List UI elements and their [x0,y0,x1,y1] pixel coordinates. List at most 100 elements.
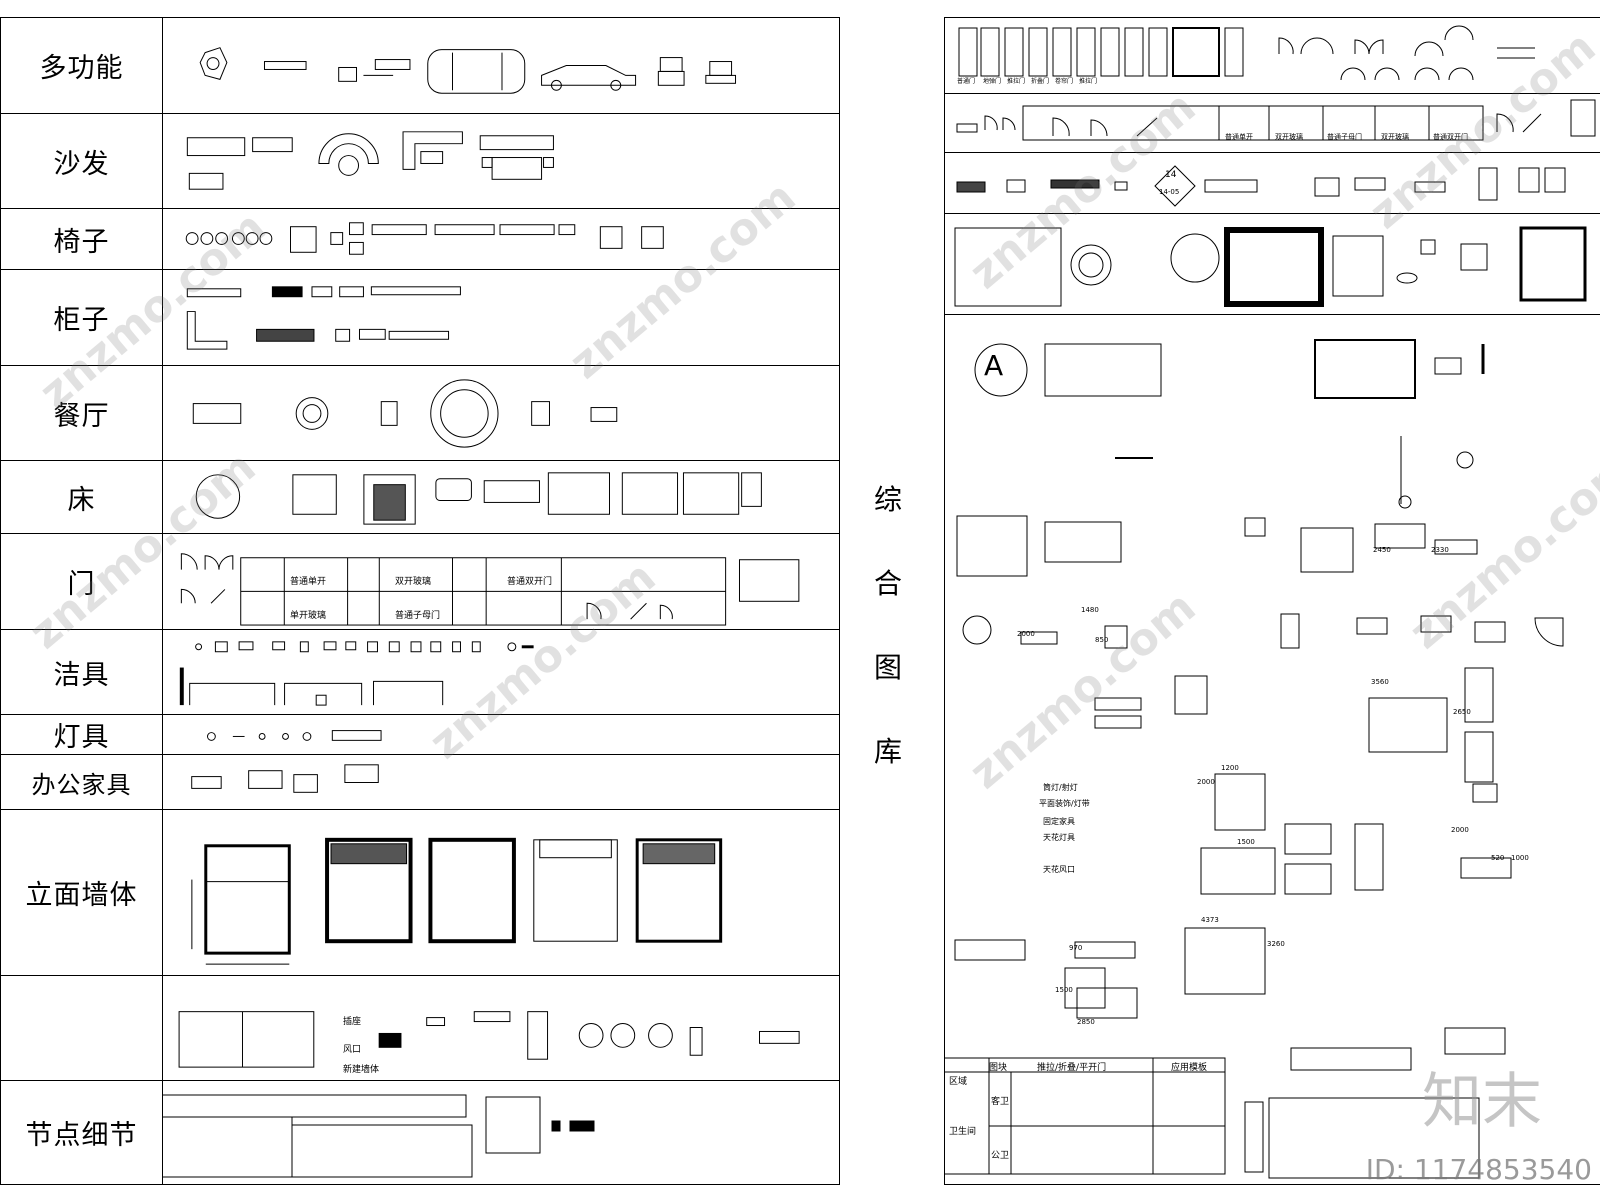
door-table-label: 普通子母门 [1327,133,1362,141]
section-door-table[interactable] [945,94,1600,153]
category-label: 节点细节 [1,1081,163,1184]
table-header: 区域 [949,1077,968,1087]
dining-blocks [192,379,618,448]
category-label: 餐厅 [1,366,163,460]
section-furniture-strip[interactable] [945,153,1600,214]
dimension: 970 [1069,944,1083,952]
block-cells[interactable] [162,366,839,460]
lighting-blocks [207,730,382,741]
door-label: 普通双开门 [507,577,553,587]
cabinet-blocks [186,286,461,350]
dimension: 3560 [1371,678,1389,686]
title-char: 库 [873,735,902,768]
table-header: 推拉/折叠/平开门 [1037,1063,1107,1073]
door-label: 普通子母门 [395,611,441,621]
misc-label: 风口 [343,1045,362,1055]
chair-blocks [185,222,664,255]
table-row-label: 公卫 [991,1151,1010,1161]
circle-letter: A [984,349,1004,382]
brand-logo: 知末 [1422,1067,1542,1137]
row-node-details: 节点细节 [1,1081,839,1184]
dimension: 3260 [1267,940,1285,948]
dimension: 2650 [1453,708,1471,716]
category-label [1,976,163,1080]
table-header: 图块 [989,1063,1008,1073]
row-sofa: 沙发 [1,114,839,209]
row-office: 办公家具 [1,755,839,810]
row-elevation: 立面墙体 [1,810,839,976]
door-label: 卷帘门 [1055,78,1074,85]
dimension: 2450 [1373,546,1391,554]
door-table-label: 普通单开 [1225,133,1253,141]
dimension: 1500 [1237,838,1255,846]
door-label: 地弹门 [983,78,1002,85]
door-table-label: 双开玻璃 [1275,133,1303,141]
section-doors[interactable] [945,18,1600,94]
marker-top: 14 [1165,170,1177,180]
center-title: 综 合 图 库 [868,478,908,814]
door-table-label: 普通双开门 [1433,133,1468,141]
multifunction-blocks [199,47,737,94]
detail-blocks [162,1094,595,1178]
category-label: 多功能 [1,18,163,113]
row-chairs: 椅子 [1,209,839,270]
category-label: 立面墙体 [1,810,163,975]
block-cells[interactable]: 插座 风口 新建墙体 [162,976,839,1080]
category-table: 多功能 沙发 椅子 [0,17,840,1185]
block-cells[interactable] [162,755,839,809]
dimension: 4373 [1201,916,1219,924]
category-label: 灯具 [1,715,163,754]
marker-bottom: 14-05 [1159,188,1180,196]
block-cells[interactable] [162,810,839,975]
table-row-label: 客卫 [991,1097,1010,1107]
block-cells[interactable] [162,630,839,714]
legend-item: 筒灯/射灯 [1043,783,1078,792]
row-doors: 门 普通单开 双开玻璃 普通双开门 单开玻璃 普通子母门 [1,534,839,630]
title-char: 综 [873,483,902,516]
category-label: 办公家具 [1,755,163,809]
table-header: 应用模板 [1171,1063,1208,1073]
table-row-label: 卫生间 [949,1127,977,1137]
legend-item: 天花风口 [1043,865,1075,874]
category-label: 门 [1,534,163,629]
category-label: 床 [1,461,163,533]
bed-blocks [195,472,762,525]
block-cells[interactable] [162,1081,839,1184]
dimension: 850 [1095,636,1109,644]
block-cells[interactable] [162,715,839,754]
door-label: 推拉门 [1079,78,1098,85]
title-char: 合 [873,567,902,600]
row-dining: 餐厅 [1,366,839,461]
category-label: 洁具 [1,630,163,714]
row-multifunction: 多功能 [1,18,839,114]
library-panel: A 14 14-05 普通门 地弹门 推拉门 折叠门 卷帘门 推拉门 普通单开 … [944,17,1600,1185]
block-cells[interactable] [162,18,839,113]
category-label: 椅子 [1,209,163,269]
legend-item: 天花灯具 [1043,833,1075,842]
block-cells[interactable] [162,209,839,269]
door-label: 单开玻璃 [290,611,327,621]
door-table-label: 双开玻璃 [1381,133,1409,141]
dimension: 1200 [1221,764,1239,772]
dimension: 2000 [1017,630,1035,638]
misc-label: 新建墙体 [343,1065,380,1075]
row-lighting: 灯具 [1,715,839,755]
row-beds: 床 [1,461,839,534]
section-room-blocks[interactable] [945,214,1600,315]
dimension: 2330 [1431,546,1449,554]
misc-label: 插座 [343,1017,362,1027]
door-label: 双开玻璃 [395,577,432,587]
block-cells[interactable] [162,461,839,533]
door-blocks [180,553,800,626]
door-label: 普通门 [957,78,976,85]
dimension: 520 [1491,854,1505,862]
block-cells[interactable]: 普通单开 双开玻璃 普通双开门 单开玻璃 普通子母门 [162,534,839,629]
door-label: 折叠门 [1031,78,1050,85]
sanitary-blocks [179,641,534,706]
dimension: 1480 [1081,606,1099,614]
dimension: 1500 [1055,986,1073,994]
row-sanitary: 洁具 [1,630,839,715]
door-label: 普通单开 [290,577,327,587]
block-cells[interactable] [162,114,839,208]
block-cells[interactable] [162,270,839,365]
